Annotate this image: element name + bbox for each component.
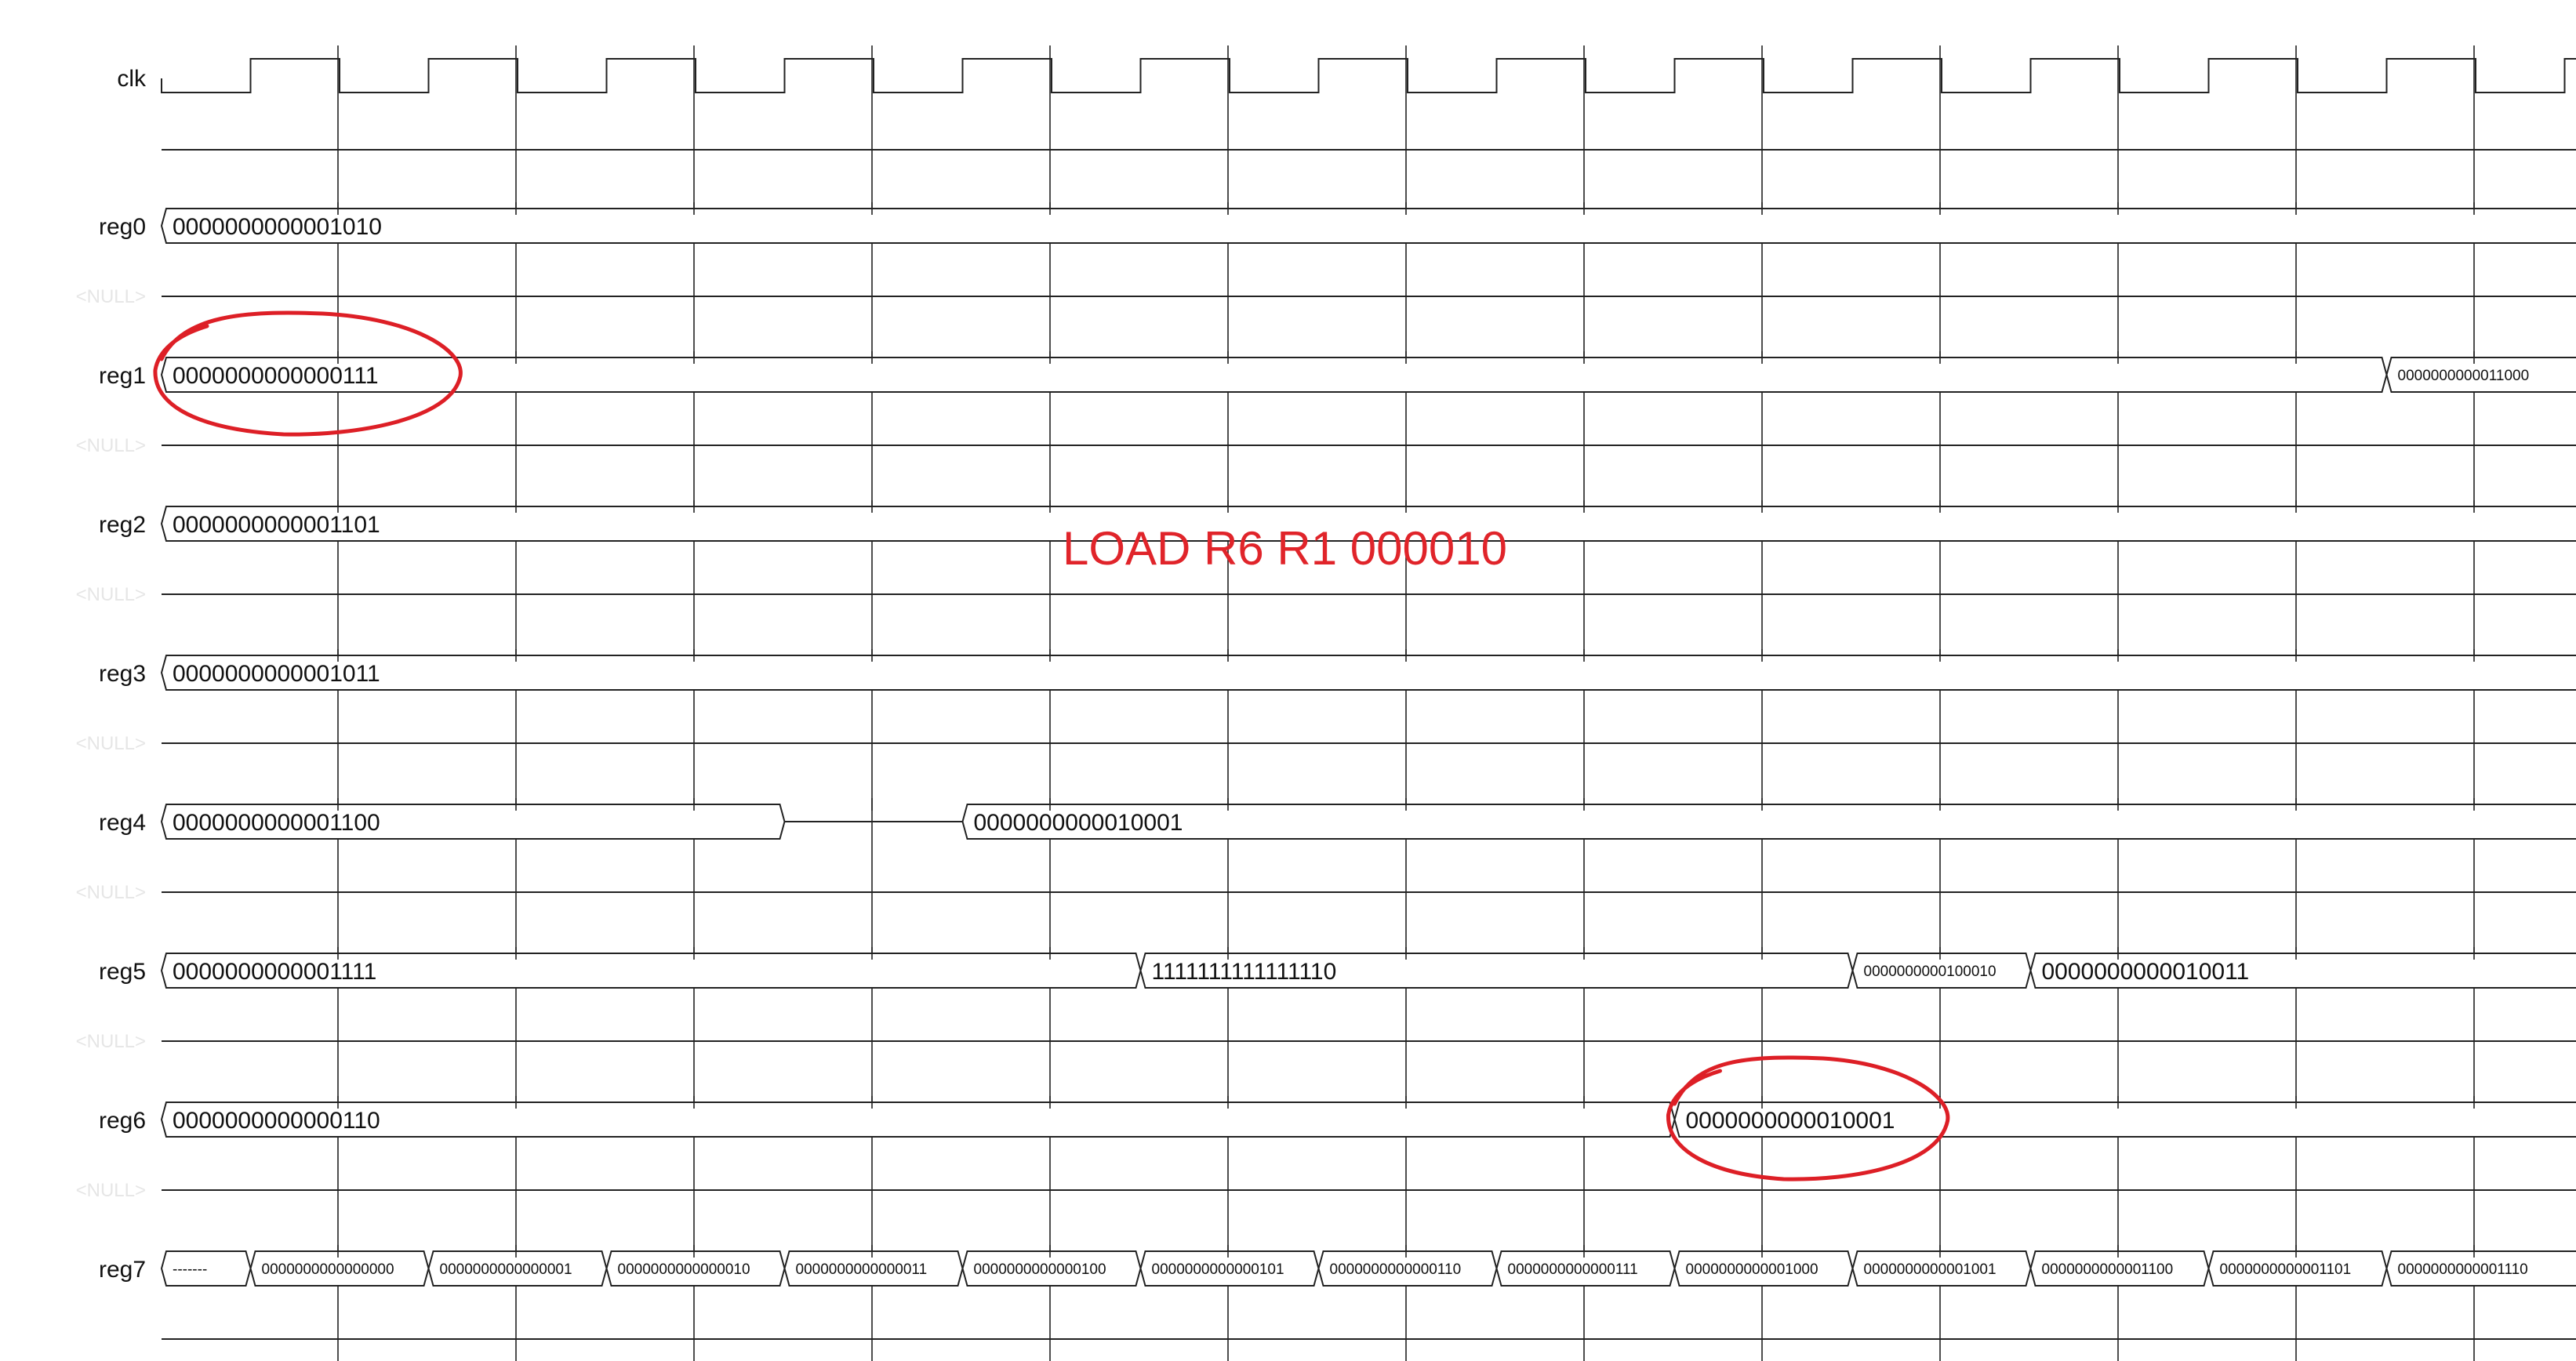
null-label: <NULL>	[76, 286, 146, 307]
bus-segment	[961, 804, 2576, 840]
signal-row-reg2: reg2 0000000000001101 <NULL>	[76, 500, 2576, 605]
bus-value: 0000000000001100	[173, 810, 380, 836]
bus-segment	[160, 1102, 1676, 1138]
bus-value: 0000000000001001	[1864, 1261, 1996, 1278]
signal-name-reg6: reg6	[99, 1108, 146, 1134]
bus-segment	[1673, 1250, 1854, 1287]
signal-name-reg5: reg5	[99, 959, 146, 985]
null-label: <NULL>	[76, 882, 146, 903]
signal-row-reg6: reg6 0000000000000110 0000000000010001 <NUL…	[76, 1096, 2576, 1201]
bus-segment	[605, 1250, 786, 1287]
bus-value: -------	[173, 1261, 207, 1278]
bus-segment	[1851, 1250, 2032, 1287]
bus-value: 0000000000000111	[1508, 1261, 1638, 1278]
bus-value: 0000000000000010	[618, 1261, 750, 1278]
null-label: <NULL>	[76, 733, 146, 754]
bus-segment	[427, 1250, 608, 1287]
signal-row-reg5: reg5 0000000000001111 1111111111111110 0000…	[76, 947, 2576, 1052]
null-label: <NULL>	[76, 435, 146, 456]
bus-value: 0000000000001100	[2042, 1261, 2174, 1278]
null-label: <NULL>	[76, 584, 146, 605]
bus-segment	[2385, 1250, 2576, 1287]
bus-value: 0000000000011000	[2398, 368, 2530, 384]
bus-segment	[2385, 357, 2576, 393]
bus-segment	[160, 1250, 252, 1287]
bus-segment	[961, 1250, 1142, 1287]
bus-segment	[160, 804, 786, 840]
bus-value: 0000000000000110	[173, 1108, 380, 1134]
clock-row: clk	[117, 58, 2576, 151]
bus-segment	[1851, 953, 2032, 989]
clock-waveform	[161, 58, 2576, 93]
bus-segment	[160, 655, 2576, 691]
bus-segment	[1495, 1250, 1676, 1287]
bus-segment	[160, 506, 2576, 542]
signal-row-reg3: reg3 0000000000001011 <NULL>	[76, 649, 2576, 754]
signal-name-reg3: reg3	[99, 661, 146, 687]
bus-segment	[2029, 1250, 2210, 1287]
bus-value: 0000000000001010	[173, 214, 382, 240]
bus-segment	[1139, 953, 1854, 989]
bus-segment	[1673, 1102, 2576, 1138]
bus-value: 0000000000000011	[796, 1261, 928, 1278]
annotation-circle	[1666, 1055, 1950, 1181]
bus-segment	[160, 208, 2576, 244]
bus-segment	[1317, 1250, 1498, 1287]
signal-name-reg7: reg7	[99, 1257, 146, 1283]
bus-value: 0000000000010001	[974, 810, 1183, 836]
bus-segment	[783, 1250, 964, 1287]
bus-value: 0000000000001101	[173, 512, 380, 538]
bus-value: 0000000000000101	[1152, 1261, 1284, 1278]
bus-value: 0000000000001110	[2398, 1261, 2528, 1278]
bus-segment	[160, 953, 1142, 989]
signal-name-reg1: reg1	[99, 363, 146, 389]
signal-name-reg2: reg2	[99, 512, 146, 538]
signal-row-reg1: reg1 0000000000000111 0000000000011000 <NUL…	[76, 351, 2576, 456]
bus-segment	[249, 1250, 430, 1287]
signal-row-reg4: reg4 0000000000001100 0000000000010001 <NUL…	[76, 798, 2576, 903]
null-label: <NULL>	[76, 1180, 146, 1201]
bus-value: 0000000000000100	[974, 1261, 1106, 1278]
bus-segment	[160, 357, 2388, 393]
annotation-text: LOAD R6 R1 000010	[1063, 522, 1507, 575]
bus-value: 0000000000000000	[262, 1261, 394, 1278]
bus-value: 0000000000000110	[1330, 1261, 1462, 1278]
bus-value: 0000000000001111	[173, 959, 376, 985]
bus-value: 0000000000010001	[1686, 1108, 1895, 1134]
bus-segment	[2207, 1250, 2388, 1287]
time-grid	[337, 45, 2475, 1361]
bus-segment	[2029, 953, 2576, 989]
signal-rows: reg0 0000000000001010 <NULL> reg1 0000000000…	[76, 202, 2576, 1340]
bus-value: 0000000000000111	[173, 363, 379, 389]
bus-value: 0000000000000001	[440, 1261, 572, 1278]
bus-value: 1111111111111110	[1152, 959, 1337, 985]
signal-name-clk: clk	[117, 66, 147, 92]
signal-name-reg0: reg0	[99, 214, 146, 240]
bus-value: 0000000000010011	[2042, 959, 2250, 985]
signal-name-reg4: reg4	[99, 810, 146, 836]
annotation-circle	[153, 310, 463, 437]
bus-value: 0000000000001000	[1686, 1261, 1818, 1278]
signal-row-reg0: reg0 0000000000001010 <NULL>	[76, 202, 2576, 307]
bus-segment	[1139, 1250, 1320, 1287]
signal-row-reg7: reg7 ------- 0000000000000000 0000000000000…	[99, 1245, 2576, 1340]
bus-value: 0000000000100010	[1864, 964, 1996, 980]
annotation-layer: LOAD R6 R1 000010	[153, 310, 1950, 1181]
bus-value: 0000000000001011	[173, 661, 380, 687]
null-label: <NULL>	[76, 1031, 146, 1052]
bus-value: 0000000000001101	[2220, 1261, 2352, 1278]
